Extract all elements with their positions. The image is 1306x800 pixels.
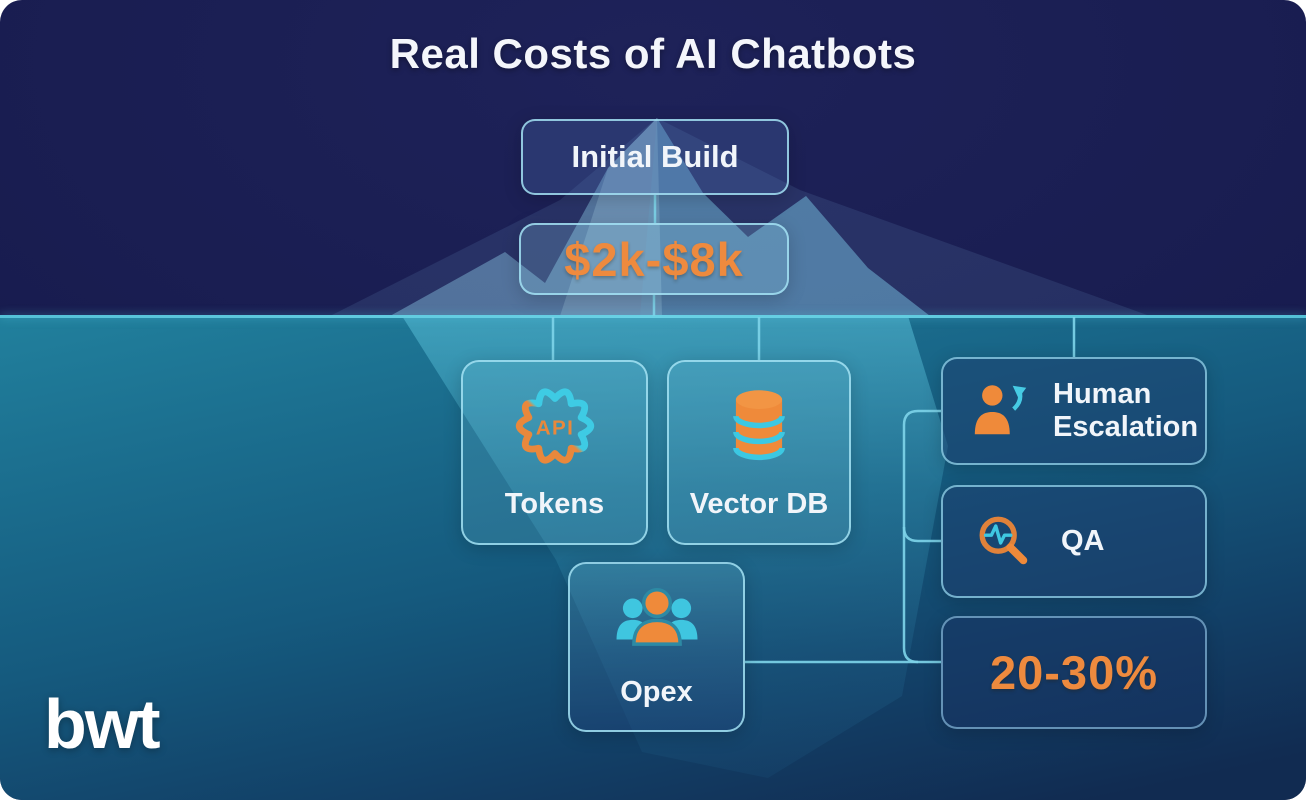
- vector-db-label: Vector DB: [689, 488, 829, 520]
- iceberg-above-water: [330, 118, 1150, 316]
- percentage-value: 20-30%: [990, 646, 1158, 699]
- initial-cost-box: $2k-$8k: [519, 223, 789, 295]
- initial-build-label: Initial Build: [571, 139, 739, 174]
- tokens-box: API Tokens: [461, 360, 648, 545]
- database-top: [735, 390, 783, 409]
- magnifier-handle: [1006, 542, 1028, 564]
- people-group-icon: [616, 588, 697, 646]
- tokens-label: Tokens: [504, 488, 605, 520]
- iceberg-lit-facet: [560, 118, 662, 316]
- gear-api-text: API: [535, 416, 573, 439]
- database-icon: [733, 390, 785, 461]
- human-escalation-box: Human Escalation: [941, 357, 1207, 465]
- opex-label: Opex: [620, 676, 693, 708]
- initial-build-box: Initial Build: [521, 119, 789, 195]
- api-gear-icon: API: [515, 388, 594, 464]
- human-escalation-label: Human Escalation: [1053, 377, 1199, 443]
- database-band-1: [733, 415, 785, 429]
- magnifier-pulse-icon: [979, 516, 1028, 564]
- qa-box: QA: [941, 485, 1207, 598]
- person-body: [974, 411, 1010, 435]
- initial-cost-value: $2k-$8k: [564, 232, 744, 286]
- connector-trunk-to-qa: [902, 526, 941, 543]
- person-escalation-icon: [974, 385, 1027, 435]
- waterline: [0, 315, 1306, 318]
- escalation-arrow-head: [1012, 385, 1027, 399]
- gear-outline: [515, 388, 594, 464]
- person-head: [982, 385, 1003, 406]
- iceberg-shaded-facet: [640, 118, 930, 316]
- brand-logo: bwt: [44, 685, 161, 763]
- iceberg-peak: [390, 118, 930, 316]
- pulse-line: [983, 523, 1013, 545]
- percentage-box: 20-30%: [941, 616, 1207, 729]
- database-band-2: [733, 431, 785, 445]
- person-left-head: [622, 598, 643, 619]
- opex-box: Opex: [568, 562, 745, 732]
- iceberg-faint-silhouette: [330, 118, 1150, 316]
- connector-trunk-to-human: [902, 409, 941, 664]
- database-band-3: [733, 447, 785, 461]
- page-title: Real Costs of AI Chatbots: [389, 30, 917, 77]
- qa-label: QA: [1061, 525, 1105, 557]
- person-right-head: [670, 598, 691, 619]
- magnifier-lens: [979, 516, 1017, 554]
- person-front-head: [641, 588, 672, 619]
- person-front-body: [631, 618, 682, 646]
- vector-db-box: Vector DB: [667, 360, 851, 545]
